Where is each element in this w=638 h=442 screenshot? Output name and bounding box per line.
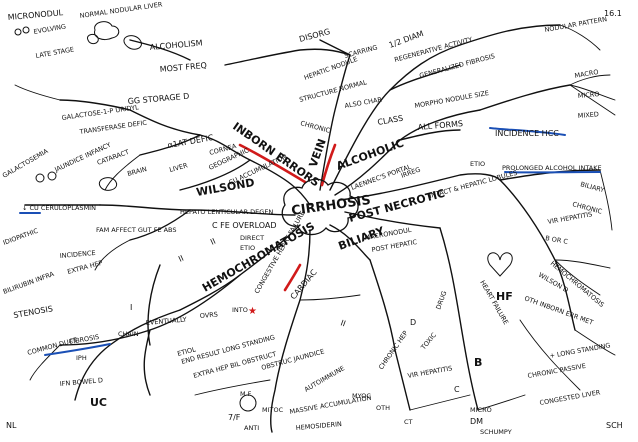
- page-number: 16.1: [604, 9, 622, 18]
- label-micronodul: MICRONODUL: [7, 8, 64, 22]
- label-hepatic-nodule: HEPATIC NODULE: [303, 55, 359, 82]
- label-c: C: [454, 385, 460, 394]
- label-long-standing: + LONG STANDING: [549, 341, 611, 360]
- label-fam-affect: FAM AFFECT GUT FE ABS: [96, 226, 177, 234]
- center-cloud: [281, 178, 359, 236]
- label-chronic-hep: CHRONIC HEP: [377, 329, 410, 371]
- secondary-lines: [14, 24, 616, 411]
- label-extra-hep: EXTRA HEP: [66, 259, 103, 276]
- label-oth: OTH: [376, 404, 390, 412]
- label-dm: DM: [470, 417, 483, 426]
- star-icon: ★: [248, 306, 257, 317]
- label-bilirubin-infra: BILIRUBIN INFRA: [2, 270, 56, 296]
- label-incidence: INCIDENCE: [59, 249, 95, 260]
- label-disorg: DISORG: [298, 27, 331, 44]
- label-transferase-defic: TRANSFERASE DEFIC: [78, 119, 148, 137]
- blue-highlights: [19, 127, 601, 356]
- svg-text:I: I: [130, 303, 132, 312]
- label-incidence-hcc: INCIDENCE HCC: [495, 129, 559, 138]
- label-b-or-c: B OR C: [545, 234, 569, 246]
- label-chronic: CHRONIC: [299, 119, 331, 135]
- label-brain: BRAIN: [126, 165, 147, 178]
- label-hemosiderin: HEMOSIDERIN: [295, 420, 342, 432]
- label-micro: MICRO: [577, 90, 599, 100]
- label-evolving: EVOLVING: [33, 22, 67, 36]
- label-hepato-lenticular: HEPATO LENTICULAR DEGEN: [180, 208, 273, 216]
- label-post-hepatic: POST HEPATIC: [371, 238, 418, 254]
- label-prolonged-alcohol: PROLONGED ALCOHOL INTAKE: [502, 164, 602, 172]
- initials-right: SCH: [606, 421, 623, 430]
- label-uc: UC: [90, 396, 107, 409]
- label-ovrs: OVRS: [199, 310, 218, 320]
- label-most-freq: MOST FREQ: [159, 61, 207, 74]
- label-eventually: EVENTUALLY: [145, 315, 187, 327]
- label-viral-hepatitis: VIR HEPATITIS: [407, 364, 453, 380]
- label-class: CLASS: [377, 114, 404, 127]
- label-cu-ceruloplasmin: ↓ CU CERULOPLASMIN: [22, 204, 96, 212]
- branch-cardiac: CARDIAC: [289, 268, 319, 302]
- label-mixed: MIXED: [577, 110, 599, 120]
- label-galactose-1p: GALACTOSE-1-P URIDYL: [61, 103, 139, 122]
- label-generalized-fibrosis: GENERALIZED FIBROSIS: [418, 52, 495, 80]
- label-etio-left: ETIO: [240, 244, 255, 252]
- label-m-f: M F: [240, 390, 252, 398]
- liver-doodles: [14, 21, 513, 412]
- label-late-stage: LATE STAGE: [35, 45, 75, 60]
- label-stenosis: STENOSIS: [13, 304, 54, 320]
- label-etio-right: ETIO: [470, 160, 485, 168]
- roman-numerals: II II II I: [130, 237, 347, 329]
- label-morpho-nodule-size: MORPHO NODULE SIZE: [414, 89, 490, 110]
- label-micro-bottom: MICRO: [470, 406, 492, 414]
- red-highlights: [238, 143, 337, 292]
- label-d: D: [410, 318, 416, 327]
- label-seven-f: 7/F: [228, 413, 241, 422]
- label-alcoholism: ALCOHOLISM: [149, 38, 203, 52]
- label-nodular-pattern: NODULAR PATTERN: [544, 15, 608, 34]
- label-also-char: ALSO CHAR: [344, 95, 383, 110]
- svg-text:II: II: [177, 254, 185, 264]
- svg-text:II: II: [339, 318, 347, 328]
- svg-text:II: II: [209, 237, 217, 247]
- label-half-diam: 1/2 DIAM: [388, 29, 425, 50]
- label-c-fe-overload: C FE OVERLOAD: [212, 221, 277, 230]
- label-all-forms: ALL FORMS: [417, 119, 463, 132]
- label-mitoc: MITOC: [262, 406, 284, 414]
- label-hf: HF: [496, 290, 513, 303]
- label-stumpy: SCHUMPY: [480, 428, 512, 436]
- label-toxic: TOXIC: [419, 331, 439, 352]
- label-into: INTO: [232, 306, 248, 314]
- label-biliary-cirrh: BILIARY: [579, 180, 605, 194]
- label-ifn-bowel-d: IFN BOWEL D: [59, 376, 103, 388]
- label-idiopathic: IDIOPATHIC: [2, 227, 40, 247]
- label-autoimmune: AUTOIMMUNE: [303, 364, 346, 394]
- label-liver: LIVER: [168, 161, 189, 174]
- label-b: B: [474, 356, 482, 369]
- label-anti: ANTI: [244, 424, 259, 432]
- branch-vein: VEIN: [307, 137, 329, 169]
- label-ct: CT: [404, 418, 413, 426]
- label-congested-liver: CONGESTED LIVER: [539, 388, 601, 407]
- label-direct: DIRECT: [240, 234, 264, 242]
- label-oth-inborn: OTH INBORN ERR MET: [523, 294, 594, 326]
- initials-left: NL: [6, 421, 17, 430]
- label-myoc: MYOC: [352, 392, 371, 400]
- label-drug: DRUG: [434, 290, 448, 311]
- label-iph: IPH: [76, 354, 87, 362]
- label-chain: CHAIN: [118, 330, 139, 338]
- label-normal-nodular-liver: NORMAL NODULAR LIVER: [79, 0, 163, 20]
- text-labels: 16.1 CIRRHOSIS ALCOHOLIC POST NECROTIC B…: [1, 0, 623, 436]
- label-a1at-defic: α1AT DEFIC: [167, 133, 215, 150]
- label-chronic-passive: CHRONIC PASSIVE: [527, 362, 587, 380]
- label-viral-hepatitis-right: VIR HEPATITIS: [547, 210, 593, 226]
